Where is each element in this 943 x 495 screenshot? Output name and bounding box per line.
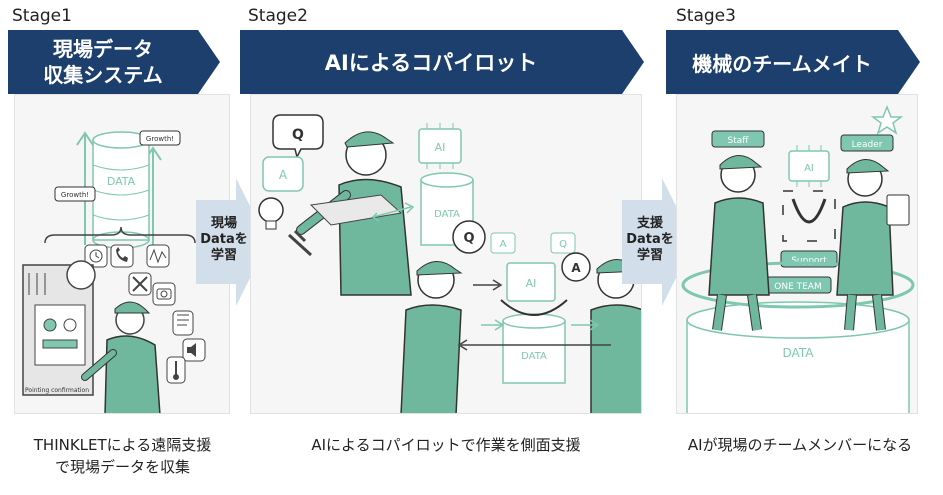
transition-2-line1: 支援 [636,216,663,231]
speaker-icon [187,343,196,357]
stage2-label: Stage2 [248,6,308,26]
stage2-worker-2 [400,261,463,413]
tools-icon [132,276,148,292]
transition-1-line1: 現場 [210,216,237,231]
transition-1-line3: 学習 [210,248,237,263]
team-ring [681,261,915,309]
phone-icon [116,247,128,262]
stage3-ai-chip [788,145,830,187]
stage3-data-text: DATA [783,346,815,360]
stage1-worker [66,260,161,413]
stage3-staff-worker [708,155,770,331]
pointing-confirmation-text: Pointing confirmation [25,387,89,394]
stage1-title-line2: 収集システム [43,63,163,87]
stage2-ai-chip-mid [506,262,556,302]
stage1-label: Stage1 [12,6,72,26]
transition-2-line3: 学習 [636,248,663,263]
support-tag: Support [791,256,827,266]
q-text-1: Q [292,127,304,143]
a-bubble-3 [561,252,591,282]
stage2-data-cylinder-mid [502,313,566,384]
stage1-banner-shape [8,30,220,94]
stage2-data-text-top: DATA [434,209,460,220]
growth-tag-1: Growth! [146,135,174,143]
data-cylinder [92,131,150,249]
growth-tag-2: Growth! [61,191,89,199]
icon-tiles [84,244,206,384]
stage1-data-text: DATA [107,175,136,188]
device-frame [782,190,836,242]
stage2-ai-chip-top [418,123,462,169]
stage1-caption-line2: で現場データを収集 [54,458,190,476]
transition-2-line2: Dataを [626,232,674,247]
a-bubble-1 [262,156,304,192]
stage3-leader-worker [836,159,910,331]
stage1-banner: 現場データ 収集システム [8,30,220,94]
stage1-title-line1: 現場データ [53,37,153,61]
a-text-3: A [571,261,581,275]
transition-1-line2: Dataを [200,232,248,247]
stage3-illustration: DATA Staff Leader AI Support ONE TEAM [681,104,915,413]
stage1-caption-line1: THINKLETによる遠隔支援 [33,436,212,454]
wave-icon [149,248,167,264]
stage2-banner-shape [240,30,644,94]
camera-icon [156,288,172,300]
stage2-banner: AIによるコパイロット [240,30,644,94]
stage3-banner-shape [666,30,920,94]
a-text-1: A [279,168,288,182]
stage2-ai-text-mid: AI [526,277,537,290]
tablet-icon [886,194,910,226]
stage2-title: AIによるコパイロット [324,51,538,75]
stage3-label: Stage3 [676,6,736,26]
stage2-data-text-mid: DATA [521,351,547,362]
stage3-panel: DATA Staff Leader AI Support ONE TEAM [676,94,918,414]
neckband-device [791,198,827,224]
stage3-title: 機械のチームメイト [692,51,872,76]
leader-tag: Leader [852,140,883,150]
stage2-panel: AI DATA Q A [250,94,642,414]
stage3-caption: AIが現場のチームメンバーになる [687,436,913,454]
stage1-caption: THINKLETによる遠隔支援 で現場データを収集 [0,434,245,478]
one-team-tag: ONE TEAM [774,282,821,292]
a-text-2: A [500,239,507,250]
stage2-ai-text-top: AI [435,141,446,154]
neckband-device [500,299,568,316]
stage3-banner: 機械のチームメイト [666,30,920,94]
q-text-2: Q [559,239,567,250]
lightbulb-icon [258,197,284,230]
clock-icon [89,249,103,263]
star-icon [870,104,904,135]
q-bubble-2 [452,220,486,254]
q-bubble-1 [272,114,324,160]
q-text-3: Q [463,231,474,246]
stage1-illustration: DATA Growth! Growth! [22,130,206,413]
stage2-illustration: AI DATA Q A [258,114,641,413]
stage3-ai-text: AI [804,163,814,174]
bracket [44,226,196,244]
stage2-caption: AIによるコパイロットで作業を側面支援 [311,436,581,454]
document-icon [177,314,189,326]
staff-tag: Staff [728,136,750,146]
